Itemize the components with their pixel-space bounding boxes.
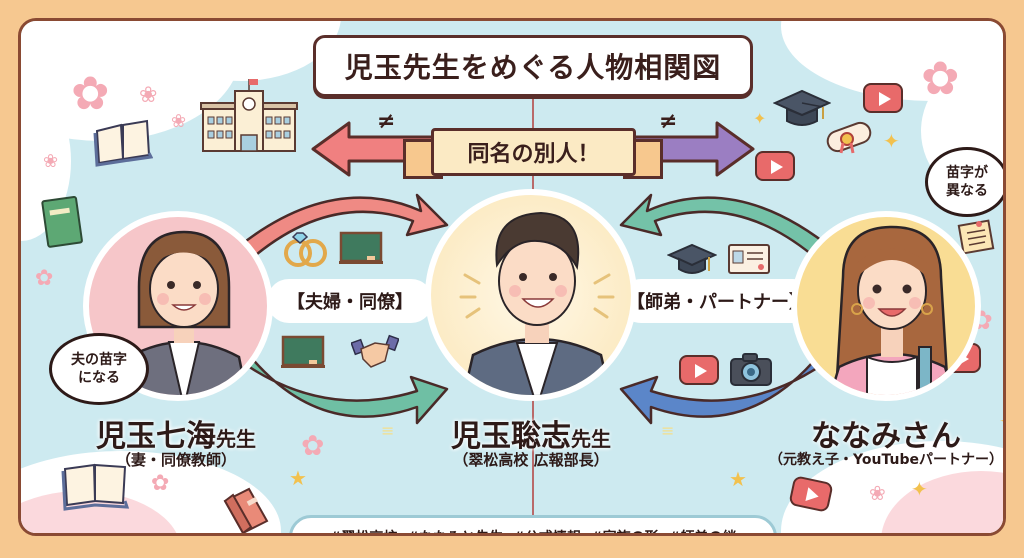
avatar-right-person	[791, 211, 981, 401]
cherry-blossom-icon: ✿	[301, 429, 325, 462]
person-name-center: 児玉聡志先生	[421, 411, 641, 455]
star-icon: ★	[289, 466, 307, 490]
man-teacher-illustration	[459, 211, 615, 395]
honorific-text: 先生	[216, 427, 256, 451]
handshake-icon	[351, 334, 399, 368]
speech-line: 夫の苗字	[71, 351, 127, 368]
cherry-blossom-icon: ✿	[71, 66, 110, 120]
glow-lines-decoration: ≡	[661, 421, 675, 440]
camera-icon	[730, 353, 772, 386]
arrow-right-to-center-top	[619, 193, 837, 261]
person-role-right: （元教え子・YouTubeパートナー）	[769, 452, 1003, 468]
petal-icon: ❀	[43, 151, 59, 172]
hashtag[interactable]: #家族の形	[591, 527, 659, 533]
hashtag-bar: #翠松高校 #ななみと先生 #公式情報 #家族の形 #師弟の絆	[289, 515, 777, 533]
open-book-icon	[61, 463, 130, 511]
chalkboard-icon	[281, 335, 325, 368]
graduation-cap-icon	[667, 243, 717, 274]
not-equal-symbol: ≠	[659, 109, 678, 134]
arrow-left-to-center-top	[231, 193, 449, 261]
honorific-text: 先生	[571, 427, 611, 451]
avatar-left-person	[83, 211, 273, 401]
hashtag[interactable]: #ななみと先生	[407, 527, 503, 533]
youtube-icon	[679, 355, 719, 385]
person-role-left: （妻・同僚教師）	[115, 451, 236, 469]
graduation-cap-icon	[773, 89, 831, 126]
relation-label-left: 【夫婦・同僚】	[267, 279, 433, 323]
petal-icon: ❀	[869, 481, 886, 505]
same-name-banner: 同名の別人！	[431, 128, 636, 176]
green-book-icon	[41, 195, 83, 248]
sparkle-icon: ✦	[911, 477, 928, 501]
sparkle-icon: ✦	[753, 109, 767, 128]
speech-bubble-right: 苗字が 異なる	[925, 147, 1003, 217]
person-role-center: （翠松高校 広報部長）	[453, 451, 609, 469]
certificate-icon	[728, 244, 770, 274]
speech-line: になる	[78, 370, 120, 386]
youtube-icon	[863, 83, 903, 113]
hashtag[interactable]: #師弟の絆	[669, 527, 737, 533]
name-text: 児玉七海	[96, 419, 216, 454]
person-name-right: ななみさん	[771, 411, 1001, 455]
diploma-scroll-icon	[826, 121, 872, 154]
sticky-note-icon	[957, 219, 995, 255]
relation-label-right: 【師弟・パートナー】	[619, 279, 815, 323]
hashtag[interactable]: #公式情報	[513, 527, 581, 533]
speech-line: 異なる	[946, 183, 988, 199]
school-building-icon	[200, 79, 298, 152]
diagram-frame: ✿ ❀ ❀ ❀ ✿ ✿ ✿ ✿ ✿ ❀	[18, 18, 1006, 536]
cherry-blossom-icon: ✿	[35, 266, 54, 291]
name-text: ななみさん	[811, 419, 961, 454]
open-book-icon	[93, 119, 153, 167]
young-woman-illustration	[829, 225, 955, 395]
speech-line: 苗字が	[946, 164, 988, 181]
page-title: 児玉先生をめぐる人物相関図	[313, 35, 753, 97]
cherry-blossom-icon: ✿	[921, 51, 960, 105]
woman-teacher-illustration	[120, 230, 248, 395]
hashtag[interactable]: #翠松高校	[330, 527, 398, 533]
petal-icon: ❀	[139, 83, 158, 108]
not-equal-symbol: ≠	[377, 109, 396, 134]
star-icon: ★	[729, 467, 747, 491]
youtube-icon	[755, 151, 795, 181]
chalkboard-icon	[339, 231, 383, 264]
petal-icon: ❀	[171, 111, 187, 132]
arrow-left-to-center-bottom	[233, 353, 449, 425]
speech-bubble-left: 夫の苗字 になる	[49, 333, 149, 405]
arrow-right-to-center-bottom	[619, 353, 835, 425]
glow-lines-decoration: ≡	[381, 421, 395, 440]
cherry-blossom-icon: ✿	[151, 471, 170, 496]
name-text: 児玉聡志	[451, 419, 571, 454]
red-notebook-icon	[223, 487, 269, 533]
avatar-center-person	[425, 189, 637, 401]
sparkle-icon: ✦	[883, 129, 900, 153]
wedding-rings-icon	[284, 232, 327, 267]
person-name-left: 児玉七海先生	[81, 411, 271, 455]
sparkle-icon: ✦	[999, 409, 1003, 433]
